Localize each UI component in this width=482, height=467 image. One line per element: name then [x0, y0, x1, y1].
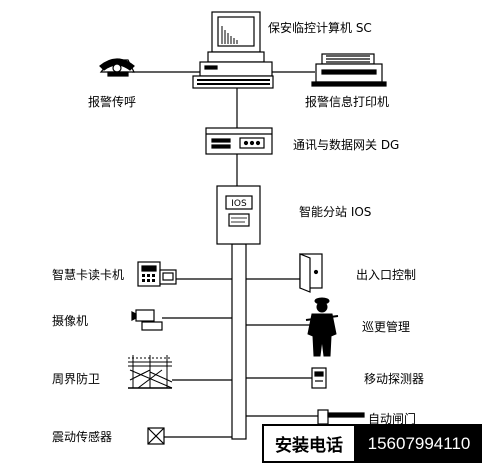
connection-lines [132, 71, 318, 438]
gateway-icon [205, 127, 273, 155]
patrol-label: 巡更管理 [362, 319, 410, 334]
access-control-label: 出入口控制 [356, 268, 416, 282]
camera-label: 摄像机 [52, 313, 88, 328]
card-reader-icon [137, 261, 177, 287]
camera-icon [131, 309, 163, 331]
vibration-sensor-label: 震动传感器 [52, 429, 112, 444]
printer-label: 报警信息打印机 [305, 94, 389, 109]
fence-icon [128, 355, 173, 389]
trunk-bus [231, 243, 247, 440]
door-icon [299, 253, 323, 293]
gate-icon [317, 409, 365, 425]
perimeter-label: 周界防卫 [52, 371, 100, 386]
banner-label: 安装电话 [262, 424, 356, 463]
motion-detector-icon [311, 367, 327, 389]
phone-icon [99, 58, 135, 77]
install-phone-banner: 安装电话 15607994110 [262, 424, 482, 463]
gateway-label: 通讯与数据网关 DG [293, 137, 399, 152]
pager-label: 报警传呼 [88, 94, 136, 109]
ios-label: 智能分站 IOS [299, 204, 371, 219]
motion-detector-label: 移动探测器 [364, 372, 424, 386]
printer-icon [311, 53, 387, 87]
ios-box-text: IOS [231, 199, 247, 209]
gate-label: 自动闸门 [368, 411, 416, 426]
guard-icon [305, 297, 339, 357]
banner-phone[interactable]: 15607994110 [356, 424, 482, 463]
computer-label: 保安临控计算机 SC [268, 20, 372, 35]
computer-icon [192, 11, 274, 89]
vibration-sensor-icon [147, 427, 165, 445]
card-reader-label: 智慧卡读卡机 [52, 267, 124, 282]
ios-cabinet-icon [216, 185, 261, 245]
